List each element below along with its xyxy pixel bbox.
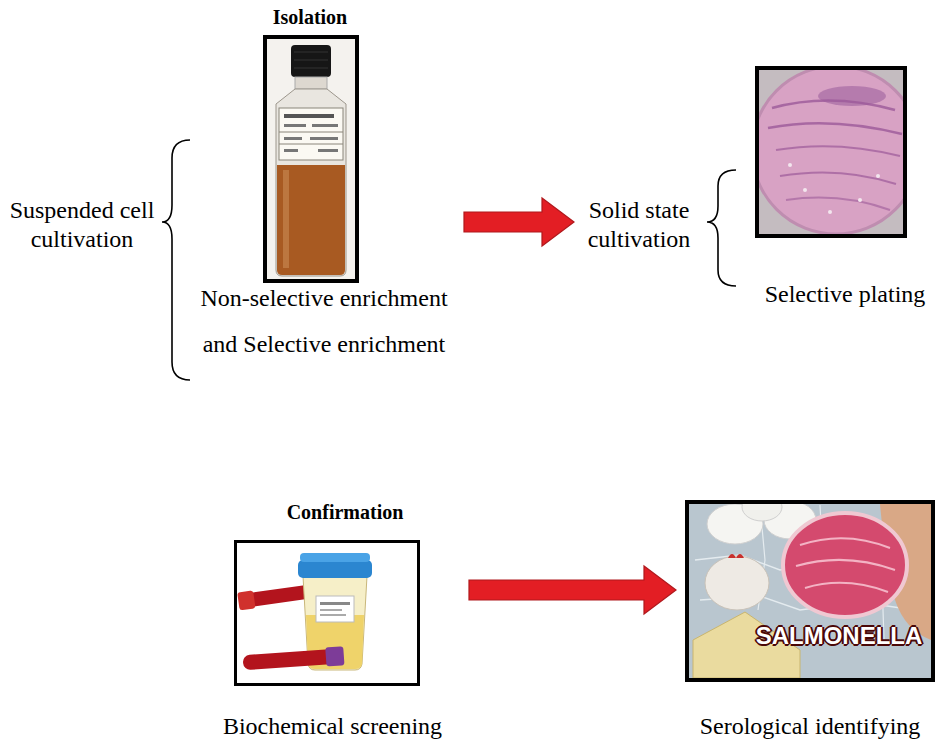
food-contamination-illustration	[689, 504, 931, 678]
agar-plate-illustration-part	[786, 198, 890, 210]
sample-tubes-illustration-part	[320, 609, 342, 611]
image-frame: SALMONELLA	[685, 500, 935, 682]
broth-bottle-illustration-part	[310, 137, 338, 140]
broth-bottle-illustration-part	[284, 124, 306, 127]
broth-bottle-illustration-part	[279, 108, 343, 160]
sample-tubes-illustration-part	[320, 614, 346, 616]
broth-bottle-illustration-part	[295, 77, 327, 89]
block-arrow	[464, 198, 574, 246]
agar-plate-illustration-part	[759, 70, 903, 234]
figure-panel: SALMONELLA Serological identifying	[680, 500, 940, 741]
sample-tubes-illustration-part-part	[325, 646, 344, 666]
section-heading: Confirmation	[245, 500, 445, 524]
step-caption: Biochemical screening	[200, 712, 465, 741]
agar-plate-illustration-part	[803, 188, 807, 192]
curly-brace	[707, 170, 736, 286]
broth-bottle-illustration-part	[277, 165, 345, 275]
agar-plate-illustration-part	[828, 210, 832, 214]
sample-tubes-illustration-part	[320, 602, 350, 605]
sample-tubes-illustration-part-part	[237, 590, 255, 610]
sample-tubes-illustration-part	[316, 596, 354, 622]
food-contamination-illustration-part	[705, 556, 769, 610]
agar-plate-illustration-part	[818, 86, 886, 106]
broth-bottle-illustration-part	[284, 114, 334, 118]
agar-plate-illustration-part	[788, 163, 792, 167]
broth-bottle-illustration-part	[283, 170, 289, 268]
broth-bottle-illustration	[267, 39, 355, 279]
curly-brace	[162, 140, 190, 380]
figure-panel: IsolationSuspended cell cultivationNon-s…	[4, 5, 460, 367]
food-contamination-illustration-part	[796, 538, 895, 592]
broth-bottle-illustration-part	[279, 144, 343, 145]
image-frame	[755, 66, 907, 238]
agar-plate-illustration-part	[858, 198, 862, 202]
section-heading: Isolation	[230, 5, 390, 29]
sample-tubes-illustration-part-part	[243, 649, 334, 670]
step-caption: Non-selective enrichment and Selective e…	[188, 275, 460, 367]
food-contamination-illustration-part	[689, 504, 931, 678]
broth-bottle-illustration-part	[284, 137, 302, 140]
sample-tubes-illustration-part	[300, 553, 370, 562]
block-arrow	[469, 566, 676, 614]
step-caption: Serological identifying	[680, 712, 940, 741]
broth-bottle-illustration-part	[318, 149, 338, 152]
agar-plate-illustration-part	[772, 100, 895, 110]
food-contamination-illustration-part	[742, 504, 782, 521]
stage-label: Solid state cultivation	[578, 196, 700, 254]
sample-tubes-illustration-part	[298, 560, 372, 578]
broth-bottle-illustration-part	[267, 39, 355, 279]
step-caption: Selective plating	[750, 280, 940, 309]
broth-bottle-illustration-part	[294, 68, 328, 69]
figure-panel: Solid state cultivationSelective plating	[578, 66, 940, 309]
broth-bottle-illustration-part	[294, 60, 328, 61]
broth-bottle-illustration-part	[294, 52, 328, 53]
broth-bottle-illustration-part	[276, 89, 346, 276]
food-contamination-illustration-part	[783, 513, 907, 617]
sample-tubes-illustration-part	[242, 646, 344, 672]
broth-bottle-illustration-part	[312, 124, 338, 127]
stage-label: Suspended cell cultivation	[4, 196, 160, 254]
agar-plate-illustration-part	[776, 146, 900, 156]
sample-tubes-illustration-part	[237, 543, 417, 683]
agar-plate-illustration-part	[768, 123, 902, 134]
photo-title: SALMONELLA	[753, 622, 925, 651]
broth-bottle-illustration-part	[291, 45, 331, 77]
image-frame	[263, 35, 359, 283]
agar-plate-illustration-part	[876, 174, 880, 178]
broth-bottle-illustration-part	[284, 149, 298, 152]
broth-bottle-illustration-part	[279, 132, 343, 133]
agar-plate-illustration	[759, 70, 903, 234]
food-contamination-illustration-part	[728, 554, 744, 558]
figure-panel: ConfirmationBiochemical screening	[200, 500, 465, 741]
agar-plate-illustration-part	[780, 172, 896, 184]
image-frame	[234, 540, 420, 686]
sample-tubes-illustration	[237, 543, 417, 683]
